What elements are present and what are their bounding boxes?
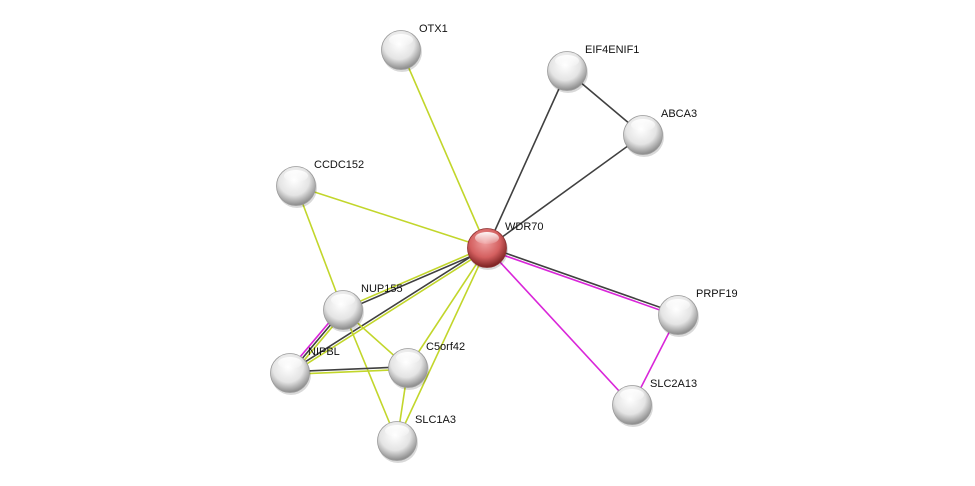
node-highlight <box>666 299 690 311</box>
node-label: CCDC152 <box>314 159 364 171</box>
node-highlight <box>555 55 579 67</box>
node-highlight <box>284 170 308 182</box>
edge-WDR70-NIPBL-coexpression_or_other[interactable] <box>288 246 487 373</box>
node-OTX1[interactable]: OTX1 <box>381 23 448 72</box>
node-NUP155[interactable]: NUP155 <box>323 283 403 332</box>
node-label: NIPBL <box>308 346 340 358</box>
edge-WDR70-EIF4ENIF1-coexpression_or_other[interactable] <box>486 70 568 249</box>
edge-CCDC152-NUP155-textmining[interactable] <box>295 185 344 311</box>
node-label: WDR70 <box>505 221 544 233</box>
node-highlight <box>278 357 302 369</box>
edge-NUP155-SLC1A3-textmining[interactable] <box>342 309 398 442</box>
node-label: C5orf42 <box>426 341 465 353</box>
edge-WDR70-ABCA3-coexpression_or_other[interactable] <box>486 134 644 249</box>
edge-WDR70-PRPF19-coexpression_or_other[interactable] <box>487 246 679 315</box>
node-label: EIF4ENIF1 <box>585 44 639 56</box>
node-highlight <box>631 119 655 131</box>
edge-WDR70-NIPBL-textmining[interactable] <box>290 248 489 375</box>
node-NIPBL[interactable]: NIPBL <box>270 346 340 395</box>
node-EIF4ENIF1[interactable]: EIF4ENIF1 <box>547 44 640 93</box>
node-PRPF19[interactable]: PRPF19 <box>658 288 738 337</box>
node-highlight <box>475 232 499 244</box>
node-SLC2A13[interactable]: SLC2A13 <box>612 378 698 427</box>
node-label: OTX1 <box>419 23 448 35</box>
node-label: NUP155 <box>361 283 403 295</box>
node-label: ABCA3 <box>661 108 697 120</box>
node-highlight <box>389 34 413 46</box>
node-highlight <box>620 389 644 401</box>
edge-WDR70-SLC2A13-experiments[interactable] <box>486 247 633 406</box>
node-label: SLC1A3 <box>415 414 456 426</box>
edge-WDR70-NUP155-coexpression_or_other[interactable] <box>343 248 488 312</box>
node-WDR70[interactable]: WDR70 <box>467 221 544 270</box>
node-CCDC152[interactable]: CCDC152 <box>276 159 365 208</box>
node-highlight <box>385 425 409 437</box>
edge-WDR70-OTX1-textmining[interactable] <box>400 49 488 249</box>
node-label: PRPF19 <box>696 288 738 300</box>
edge-WDR70-C5orf42-textmining[interactable] <box>407 247 488 369</box>
node-label: SLC2A13 <box>650 378 697 390</box>
node-SLC1A3[interactable]: SLC1A3 <box>377 414 456 463</box>
edge-WDR70-NUP155-textmining[interactable] <box>342 246 487 310</box>
edge-WDR70-SLC1A3-textmining[interactable] <box>396 247 488 442</box>
node-highlight <box>331 294 355 306</box>
node-ABCA3[interactable]: ABCA3 <box>623 108 698 157</box>
node-C5orf42[interactable]: C5orf42 <box>388 341 466 390</box>
node-highlight <box>396 352 420 364</box>
edge-WDR70-CCDC152-textmining[interactable] <box>295 185 488 249</box>
edge-WDR70-PRPF19-experiments[interactable] <box>486 248 678 317</box>
